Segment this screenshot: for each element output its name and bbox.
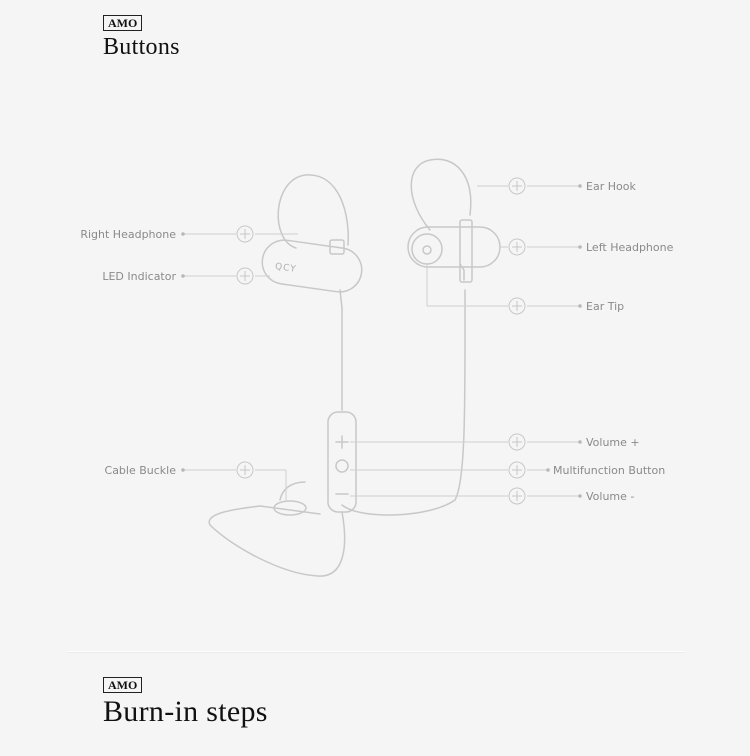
- left-earphone-body: [407, 226, 501, 268]
- label-ear-tip: Ear Tip: [586, 300, 624, 313]
- burn-in-section-header: AMO Burn-in steps: [103, 676, 268, 728]
- section-tag: AMO: [103, 677, 143, 693]
- cable-loop: [208, 505, 346, 577]
- left-ear-tip-shape: [411, 233, 443, 265]
- label-multifunction-button: Multifunction Button: [553, 464, 665, 477]
- plus-marker-volume-plus: [508, 433, 526, 451]
- right-cable-stem: [339, 289, 343, 309]
- buttons-section-header: AMO Buttons: [103, 14, 180, 60]
- qcy-logo: QCY: [274, 262, 297, 275]
- left-cable: [341, 289, 466, 516]
- left-ear-hook: [410, 158, 472, 231]
- section-title: Buttons: [103, 34, 180, 60]
- plus-marker-volume-minus: [508, 487, 526, 505]
- right-earphone-body: [261, 239, 363, 293]
- label-volume-minus: Volume -: [586, 490, 634, 503]
- plus-marker-ear-hook: [508, 177, 526, 195]
- multifunction-button-shape: [335, 459, 349, 473]
- label-right-headphone: Right Headphone: [80, 228, 176, 241]
- label-cable-buckle: Cable Buckle: [105, 464, 177, 477]
- section-tag: AMO: [103, 15, 143, 31]
- right-ear-hook: [277, 174, 349, 249]
- plus-marker-led-indicator: [236, 267, 254, 285]
- label-left-headphone: Left Headphone: [586, 241, 674, 254]
- plus-marker-cable-buckle: [236, 461, 254, 479]
- right-earphone-stem: [329, 239, 345, 255]
- plus-marker-ear-tip: [508, 297, 526, 315]
- section-divider: [67, 651, 685, 652]
- label-led-indicator: LED Indicator: [102, 270, 176, 283]
- remote-control: [327, 411, 357, 513]
- label-volume-plus: Volume +: [586, 436, 640, 449]
- label-ear-hook: Ear Hook: [586, 180, 636, 193]
- section-title: Burn-in steps: [103, 695, 268, 728]
- left-earphone-stem: [459, 219, 473, 283]
- plus-marker-left-headphone: [508, 238, 526, 256]
- plus-marker-multifunction: [508, 461, 526, 479]
- plus-marker-right-headphone: [236, 225, 254, 243]
